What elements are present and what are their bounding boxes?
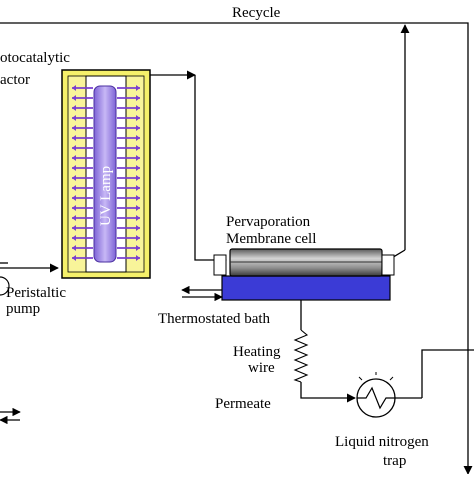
uv-ray-arrowhead — [72, 205, 76, 211]
bath-flow-arrows — [181, 285, 223, 302]
uv-ray-arrowhead — [136, 145, 140, 151]
uv-ray-arrowhead — [136, 215, 140, 221]
peristaltic-pump-icon — [0, 276, 10, 296]
photocatalytic-reactor: UV Lamp — [61, 69, 151, 279]
uv-ray-arrowhead — [136, 165, 140, 171]
permeate-line — [293, 300, 356, 403]
uv-lamp-label: UV Lamp — [98, 166, 114, 226]
uv-ray-arrowhead — [72, 115, 76, 121]
reactor-label-line2: actor — [0, 72, 30, 88]
peristaltic-label-line1: Peristaltic — [6, 285, 66, 301]
thermostated-bath-jacket — [221, 275, 391, 301]
liquid-nitrogen-trap — [356, 349, 474, 418]
uv-ray-arrowhead — [72, 235, 76, 241]
recycle-line — [0, 22, 473, 475]
uv-lamp-tube — [93, 85, 117, 263]
pervaporation-label-line1: Pervaporation — [226, 214, 311, 230]
uv-ray-arrowhead — [136, 85, 140, 91]
pervaporation-label-line2: Membrane cell — [226, 231, 316, 247]
uv-ray-arrowhead — [136, 245, 140, 251]
uv-ray-arrowhead — [72, 95, 76, 101]
uv-ray-arrowhead — [136, 115, 140, 121]
uv-ray-arrowhead — [72, 245, 76, 251]
exchanger-zigzag — [357, 386, 395, 410]
vacuum-line — [421, 349, 474, 398]
uv-ray-arrowhead — [136, 235, 140, 241]
cell-inlet-flange — [213, 254, 227, 276]
liquid-nitrogen-label-line2: trap — [383, 453, 406, 469]
recycle-label: Recycle — [232, 5, 281, 21]
uv-ray-arrowhead — [72, 155, 76, 161]
pervaporation-membrane-cell — [213, 248, 395, 301]
uv-ray-arrowhead — [72, 195, 76, 201]
uv-ray-arrowhead — [72, 225, 76, 231]
liquid-nitrogen-label-line1: Liquid nitrogen — [335, 434, 429, 450]
permeate-label: Permeate — [215, 396, 271, 412]
cell-outlet-flange — [381, 254, 395, 276]
lower-left-arrows — [0, 407, 21, 425]
thermostated-bath-label: Thermostated bath — [158, 311, 271, 327]
uv-ray-arrowhead — [136, 105, 140, 111]
uv-ray-arrowhead — [72, 135, 76, 141]
uv-ray-arrowhead — [136, 255, 140, 261]
heating-wire-coil — [293, 329, 309, 383]
uv-ray-arrowhead — [72, 175, 76, 181]
uv-ray-arrowhead — [72, 125, 76, 131]
uv-ray-arrowhead — [136, 95, 140, 101]
peristaltic-label-line2: pump — [6, 301, 40, 317]
uv-ray-arrowhead — [72, 165, 76, 171]
uv-ray-arrowhead — [72, 185, 76, 191]
uv-ray-arrowhead — [136, 175, 140, 181]
uv-radiation-arrows — [72, 85, 140, 261]
uv-ray-arrowhead — [72, 145, 76, 151]
reactor-label-line1: otocatalytic — [0, 50, 70, 66]
uv-ray-arrowhead — [136, 225, 140, 231]
heating-label-line1: Heating — [233, 344, 281, 360]
uv-ray-arrowhead — [136, 155, 140, 161]
uv-ray-arrowhead — [136, 125, 140, 131]
uv-ray-arrowhead — [72, 85, 76, 91]
uv-ray-arrowhead — [136, 205, 140, 211]
uv-ray-arrowhead — [72, 105, 76, 111]
uv-ray-arrowhead — [72, 255, 76, 261]
uv-ray-arrowhead — [136, 185, 140, 191]
uv-ray-arrowhead — [72, 215, 76, 221]
uv-ray-arrowhead — [136, 135, 140, 141]
heating-label-line2: wire — [248, 360, 275, 376]
reactor-outlet-line — [150, 70, 227, 265]
uv-ray-arrowhead — [136, 195, 140, 201]
